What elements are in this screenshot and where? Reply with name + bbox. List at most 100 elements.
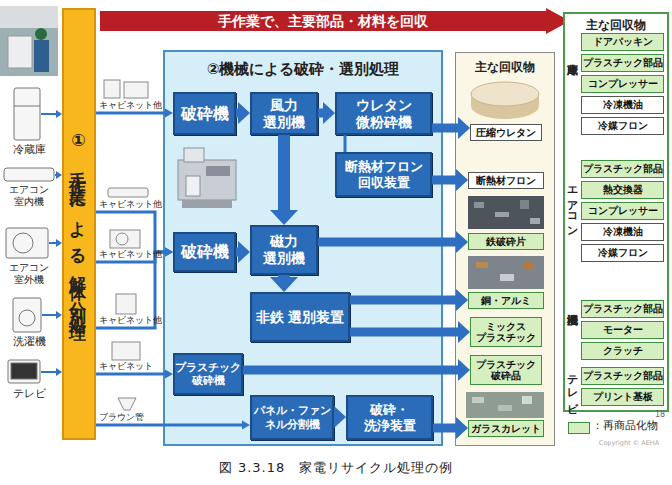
legend-text: ：再商品化物 — [592, 419, 658, 433]
arrow-head — [334, 406, 346, 428]
node-text: コンプレッサー — [588, 206, 658, 217]
flow-arrow — [345, 135, 346, 152]
arrow-head — [165, 248, 173, 257]
flow-arrow — [350, 289, 468, 311]
material-photo — [495, 212, 509, 217]
part-item: プラスチック部品 — [581, 367, 664, 385]
node-text: 冷凍機油 — [603, 227, 643, 238]
feed-line — [41, 371, 57, 373]
machine-picture — [178, 148, 236, 208]
material-photo — [524, 262, 534, 270]
flow-arrow — [350, 296, 456, 305]
node-text: クラッチ — [603, 346, 643, 357]
feed-line — [49, 242, 57, 244]
node-text: プラスチック 破砕品 — [471, 359, 541, 382]
part-item: モーター — [581, 321, 664, 339]
flow-arrow — [433, 417, 468, 439]
flow-arrow — [243, 366, 458, 375]
output-item: 鉄破砕片 — [468, 233, 544, 250]
material-photo — [498, 405, 512, 411]
arrow-head — [456, 231, 468, 253]
flow-arrow — [278, 275, 290, 277]
node-text: 風力 選別機 — [252, 97, 316, 131]
material-photo — [522, 396, 532, 404]
edge-label: キャビネット — [99, 361, 153, 371]
flow-arrow — [334, 406, 346, 428]
arrow-head — [458, 359, 470, 381]
edge-label: キャビネット他 — [99, 199, 162, 209]
arrow-head — [323, 102, 335, 124]
arrow-head — [270, 277, 298, 292]
group-label: エアコン — [565, 180, 579, 232]
flow-arrow — [236, 248, 238, 257]
part-label: 洗濯機 — [2, 335, 56, 348]
part-icon — [110, 230, 140, 248]
node-text: 非鉄 選別装置 — [256, 309, 345, 326]
flow-arrow — [236, 109, 238, 118]
node-text: 冷凍機油 — [603, 100, 643, 111]
node-text: プラスチック部品 — [583, 164, 663, 175]
appliance-icon — [14, 88, 40, 140]
appliance-icon — [11, 363, 37, 379]
machine-box: 風力 選別機 — [250, 92, 318, 135]
flow-arrow — [433, 424, 456, 433]
flow-arrow — [318, 238, 456, 247]
node-text: 断熱材フロン 回収装置 — [337, 159, 430, 190]
flow-arrow — [96, 112, 165, 115]
node-text: プリント基板 — [593, 392, 653, 403]
worker-photo — [35, 28, 47, 40]
node-text: 冷媒フロン — [598, 121, 648, 132]
node-text: ミックス プラスチック — [471, 321, 541, 344]
worker-photo — [0, 6, 58, 76]
arrow-shape — [100, 8, 570, 34]
output-item: 圧縮ウレタン — [470, 124, 542, 141]
node-text: 主な回収物 — [565, 17, 667, 34]
flow-arrow — [270, 135, 298, 225]
legend-swatch — [568, 422, 590, 434]
part-label: Copyright © AEHA — [588, 440, 670, 448]
edge-label: ブラウン管 — [99, 412, 144, 422]
node-text: ②機械による破砕・選別処理 — [165, 60, 441, 79]
node-text: 破砕機 — [181, 104, 229, 123]
part-label: テレビ — [2, 387, 56, 400]
output-item: ミックス プラスチック — [470, 317, 542, 347]
flow-arrow — [96, 248, 173, 263]
flow-arrow — [318, 102, 335, 124]
flow-arrow — [344, 135, 347, 152]
arrow-head — [458, 117, 470, 139]
process-band: ①手作業による解体・分別処理 — [62, 8, 96, 440]
node-text: 冷媒フロン — [598, 248, 648, 259]
arrow-head — [270, 210, 298, 225]
node-text: 銅・アルミ — [481, 295, 531, 307]
appliance-icon — [4, 168, 54, 181]
arrow-head — [456, 417, 468, 439]
feed-line — [41, 113, 57, 115]
worker-photo — [0, 6, 58, 76]
arrow-head — [458, 321, 470, 343]
machine-picture — [206, 166, 230, 176]
edge-label: キャビネット他 — [99, 315, 162, 325]
material-photo — [476, 262, 488, 268]
flow-arrow — [96, 373, 165, 376]
arrow-head — [456, 169, 468, 191]
machine-box: 破砕機 — [173, 232, 236, 272]
node-text: ドアパッキン — [593, 37, 653, 48]
flow-arrow — [350, 321, 470, 343]
appliance-icon — [6, 228, 48, 258]
machine-picture — [184, 148, 204, 162]
part-item: プラスチック部品 — [581, 54, 664, 72]
part-item: 冷凍機油 — [581, 223, 664, 241]
flow-arrow — [318, 231, 468, 253]
part-icon — [108, 188, 148, 197]
appliance-icon — [13, 298, 41, 332]
part-icon — [118, 398, 136, 410]
machine-box: プラスチック 破砕機 — [173, 353, 243, 395]
appliance-icon — [13, 233, 33, 253]
part-item: コンプレッサー — [581, 75, 664, 93]
part-item: プラスチック部品 — [581, 160, 664, 178]
part-icon — [104, 80, 148, 410]
node-text: プラスチック部品 — [583, 58, 663, 69]
node-text: 破砕・ 洗浄装置 — [348, 402, 431, 433]
part-icon — [116, 233, 128, 245]
part-label: エアコン 室外機 — [0, 262, 58, 286]
